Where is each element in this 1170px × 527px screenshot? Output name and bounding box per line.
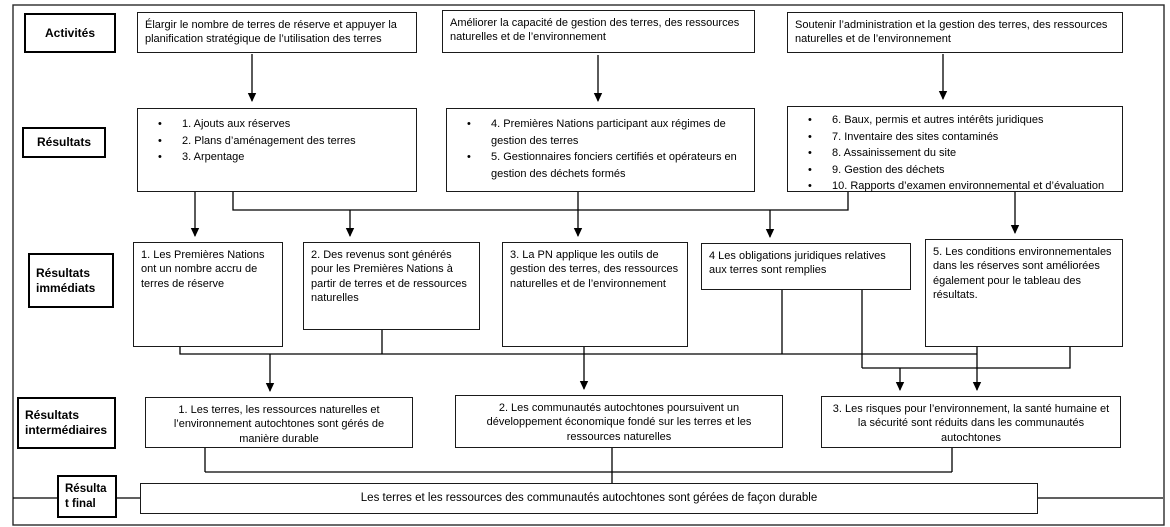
final-result-text: Les terres et les ressources des communa… bbox=[360, 492, 818, 505]
immediate-result-box-4: 4 Les obligations juridiques relatives a… bbox=[701, 243, 911, 290]
intermediate-2-text: 2. Les communautés autochtones poursuive… bbox=[486, 402, 752, 443]
row-label-final-result: Résultat final bbox=[57, 475, 117, 518]
final-result-box: Les terres et les ressources des communa… bbox=[140, 483, 1038, 514]
results-3-item: 9. Gestion des déchets bbox=[788, 162, 1118, 179]
activity-box-3: Soutenir l’administration et la gestion … bbox=[787, 12, 1123, 53]
results-box-1: 1. Ajouts aux réserves 2. Plans d’aménag… bbox=[137, 108, 417, 192]
row-label-intermediate-text: Résultats intermédiaires bbox=[25, 408, 108, 437]
intermediate-result-box-1: 1. Les terres, les ressources naturelles… bbox=[145, 397, 413, 448]
results-2-item: 4. Premières Nations participant aux rég… bbox=[447, 116, 750, 149]
results-box-3: 6. Baux, permis et autres intérêts jurid… bbox=[787, 106, 1123, 192]
immediate-result-box-1: 1. Les Premières Nations ont un nombre a… bbox=[133, 242, 283, 347]
immediate-result-box-3: 3. La PN applique les outils de gestion … bbox=[502, 242, 688, 347]
results-3-item: 10. Rapports d’examen environnemental et… bbox=[788, 178, 1118, 195]
diagram-border bbox=[12, 4, 1165, 526]
activity-box-2: Améliorer la capacité de gestion des ter… bbox=[442, 10, 755, 53]
results-box-2: 4. Premières Nations participant aux rég… bbox=[446, 108, 755, 192]
row-label-activities: Activités bbox=[24, 13, 116, 53]
row-label-results: Résultats bbox=[22, 127, 106, 158]
intermediate-result-box-2: 2. Les communautés autochtones poursuive… bbox=[455, 395, 783, 448]
immediate-result-box-2: 2. Des revenus sont générés pour les Pre… bbox=[303, 242, 480, 330]
results-3-item: 8. Assainissement du site bbox=[788, 145, 1118, 162]
results-1-item: 1. Ajouts aux réserves bbox=[138, 116, 412, 133]
row-label-final-text: Résultat final bbox=[65, 483, 107, 510]
immediate-5-text: 5. Les conditions environnementales dans… bbox=[933, 246, 1112, 301]
row-label-immediate-text: Résultats immédiats bbox=[36, 265, 96, 295]
immediate-3-text: 3. La PN applique les outils de gestion … bbox=[510, 249, 679, 290]
row-label-results-text: Résultats bbox=[36, 135, 92, 149]
results-3-item: 7. Inventaire des sites contaminés bbox=[788, 129, 1118, 146]
intermediate-result-box-3: 3. Les risques pour l’environnement, la … bbox=[821, 396, 1121, 448]
immediate-result-box-5: 5. Les conditions environnementales dans… bbox=[925, 239, 1123, 347]
immediate-1-text: 1. Les Premières Nations ont un nombre a… bbox=[141, 249, 265, 290]
row-label-immediate-results: Résultats immédiats bbox=[28, 253, 114, 308]
intermediate-3-text: 3. Les risques pour l’environnement, la … bbox=[832, 403, 1110, 444]
activity-3-text: Soutenir l’administration et la gestion … bbox=[795, 19, 1108, 46]
activity-1-text: Élargir le nombre de terres de réserve e… bbox=[145, 19, 397, 46]
row-label-intermediate-results: Résultats intermédiaires bbox=[17, 397, 116, 449]
activity-2-text: Améliorer la capacité de gestion des ter… bbox=[450, 17, 740, 44]
activity-box-1: Élargir le nombre de terres de réserve e… bbox=[137, 12, 417, 53]
results-1-item: 2. Plans d’aménagement des terres bbox=[138, 133, 412, 150]
immediate-2-text: 2. Des revenus sont générés pour les Pre… bbox=[311, 249, 467, 304]
row-label-activities-text: Activités bbox=[44, 25, 96, 40]
results-1-item: 3. Arpentage bbox=[138, 149, 412, 166]
intermediate-1-text: 1. Les terres, les ressources naturelles… bbox=[173, 404, 385, 445]
immediate-4-text: 4 Les obligations juridiques relatives a… bbox=[709, 250, 886, 277]
results-2-item: 5. Gestionnaires fonciers certifiés et o… bbox=[447, 149, 750, 182]
results-3-item: 6. Baux, permis et autres intérêts jurid… bbox=[788, 112, 1118, 129]
